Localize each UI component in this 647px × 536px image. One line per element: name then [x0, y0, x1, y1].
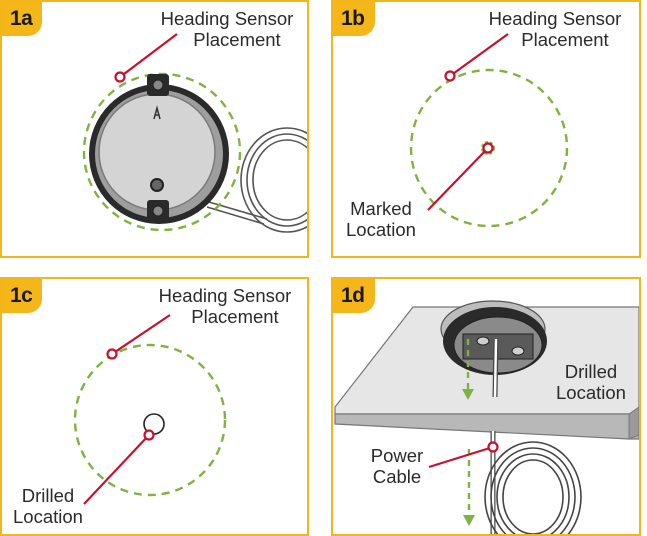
placement-circle	[409, 68, 569, 228]
heading-leader-line	[449, 33, 509, 77]
heading-sensor-label: Heading Sensor Placement	[160, 8, 294, 50]
power-cable-coil-icon	[206, 127, 307, 233]
marked-leader-line	[427, 147, 489, 211]
heading-leader-line	[111, 314, 171, 355]
heading-sensor-label: Heading Sensor Placement	[158, 285, 292, 327]
drilled-location-label: Drilled Location	[556, 361, 626, 403]
center-mark	[481, 141, 495, 155]
leader-end-marker	[106, 348, 118, 360]
drilled-leader-line	[83, 434, 150, 505]
power-cable-coil-icon	[484, 431, 582, 534]
marked-location-dot	[482, 142, 494, 154]
panel-1d: 1d Drilled Location Power Cable	[331, 277, 641, 536]
heading-leader-line	[119, 33, 178, 78]
panel-1a-illustration	[82, 33, 307, 233]
down-arrow-icon	[462, 339, 475, 526]
drilled-location-dot	[143, 429, 155, 441]
leader-end-marker	[444, 70, 456, 82]
step-badge: 1a	[2, 2, 43, 36]
panel-1c-illustration	[73, 314, 227, 505]
step-badge: 1b	[333, 2, 375, 36]
panel-1d-illustration	[334, 300, 639, 534]
panel-1c: 1c Heading Sensor Placement Drilled Loca…	[0, 277, 309, 536]
step-badge: 1d	[333, 279, 375, 313]
step-badge: 1c	[2, 279, 43, 313]
marked-location-label: Marked Location	[346, 198, 416, 240]
panel-1b-illustration	[409, 33, 569, 228]
heading-sensor-label: Heading Sensor Placement	[488, 8, 622, 50]
power-cable-label: Power Cable	[370, 445, 424, 487]
panel-1a: 1a Heading Sensor Placement	[0, 0, 309, 258]
leader-end-marker	[114, 71, 126, 83]
placement-circle	[73, 343, 227, 497]
heading-sensor-icon	[89, 74, 229, 224]
cable-leader-line	[428, 445, 494, 469]
drilled-location-label: Drilled Location	[13, 485, 83, 527]
cable-leader-dot	[487, 441, 499, 453]
panel-1b: 1b Heading Sensor Placement Marked Locat…	[331, 0, 641, 258]
